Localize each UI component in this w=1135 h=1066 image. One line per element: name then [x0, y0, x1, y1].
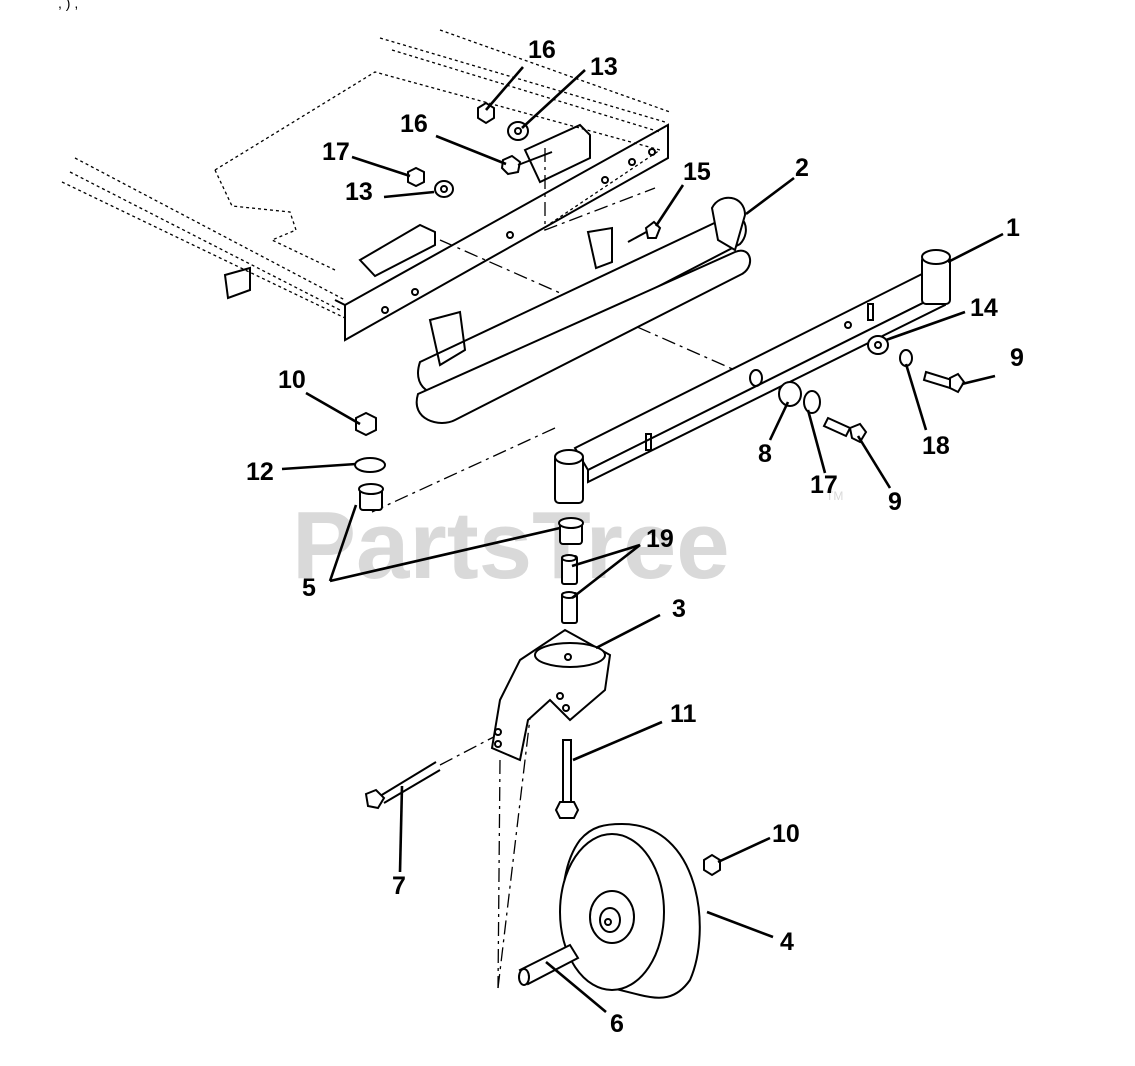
callout-7: 7	[392, 872, 406, 900]
front-axle	[554, 249, 951, 504]
callout-1: 1	[1006, 214, 1020, 242]
callout-14: 15	[683, 158, 711, 186]
callout-4: 4	[780, 928, 794, 956]
pin	[554, 739, 580, 819]
callout-17: 17	[810, 471, 838, 499]
deck-frame	[61, 29, 671, 342]
callout-3: 3	[672, 595, 686, 623]
callout-11: 11	[670, 700, 697, 728]
callout-13-left: 13	[345, 178, 373, 206]
callout-16-left: 17	[322, 138, 350, 166]
callout-18: 18	[922, 432, 950, 460]
callout-8: 8	[758, 440, 772, 468]
callout-5: 5	[302, 574, 316, 602]
callout-labels: 16 13 16 17 13 15 2 1 14 9 18 10 12 5 19…	[246, 36, 1024, 1038]
long-bolt	[364, 761, 441, 810]
watermark-tm: TM	[826, 489, 843, 503]
corner-fragment: , ) ,	[58, 0, 78, 11]
callout-12: 12	[246, 458, 274, 486]
callout-9-lower: 9	[888, 488, 902, 516]
callout-19: 19	[646, 525, 674, 553]
callout-2: 2	[795, 154, 809, 182]
leader-lines	[281, 66, 1004, 1013]
wheel	[518, 822, 721, 999]
callout-9-upper: 9	[1010, 344, 1024, 372]
callout-10-lower: 10	[772, 820, 800, 848]
callout-13-top: 13	[590, 53, 618, 81]
callout-6: 6	[610, 1010, 624, 1038]
callout-13-right: 14	[970, 294, 998, 322]
caster-fork	[490, 628, 612, 762]
bumper-tube	[415, 196, 751, 424]
callout-15: 16	[400, 110, 428, 138]
callout-10-upper: 10	[278, 366, 306, 394]
callout-16-top: 16	[528, 36, 556, 64]
